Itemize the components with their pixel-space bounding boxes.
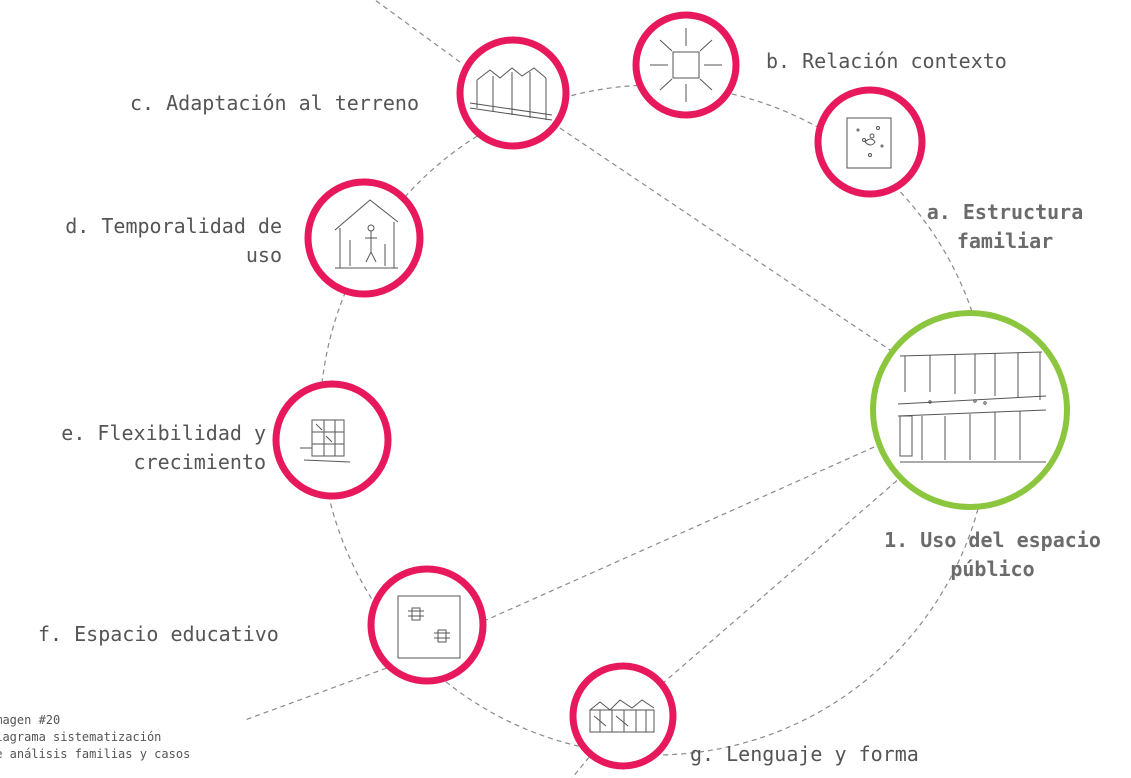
context-sketch-icon [650, 28, 722, 102]
education-sketch-icon [397, 595, 461, 659]
label-a-line1: a. Estructura [926, 200, 1084, 224]
label-main-uso-espacio-publico: 1. Uso del espacio público [860, 526, 1125, 584]
caption-line1: Imagen #20 [0, 713, 61, 727]
label-a-estructura-familiar: a. Estructura familiar [905, 198, 1105, 256]
connector-f-offpage [244, 664, 396, 721]
public-space-sketch-icon [897, 351, 1047, 463]
label-b-relacion-contexto: b. Relación contexto [766, 49, 1007, 73]
label-d-line1: d. Temporalidad de [65, 214, 282, 238]
connector-g-to-main [654, 464, 916, 691]
caption-line3: de análisis familias y casos [0, 747, 191, 761]
label-g-lenguaje-forma: g. Lenguaje y forma [690, 742, 919, 766]
node-f-espacio-educativo [367, 565, 487, 685]
connector-c-to-main [544, 117, 906, 361]
flexibility-sketch-icon [300, 419, 351, 463]
image-caption: Imagen #20 Diagrama sistematización de a… [0, 712, 260, 763]
node-main-uso-espacio-publico [870, 310, 1070, 510]
label-a-line2: familiar [956, 229, 1054, 253]
terrain-sketch-icon [469, 67, 553, 121]
label-d-line2: uso [245, 243, 282, 267]
temporality-sketch-icon [334, 199, 399, 269]
node-e-flexibilidad-crecimiento [272, 380, 392, 500]
label-e-line2: crecimiento [133, 450, 266, 474]
family-sketch-icon [846, 117, 892, 169]
label-main-line1: 1. Uso del espacio [884, 528, 1101, 552]
form-sketch-icon [589, 699, 655, 733]
connector-f-to-main [474, 439, 891, 626]
node-a-estructura-familiar [814, 86, 926, 198]
connector-c-offpage [374, 0, 461, 63]
connector-lines [244, 0, 916, 778]
label-f-espacio-educativo: f. Espacio educativo [38, 622, 279, 646]
label-main-line2: público [950, 557, 1035, 581]
label-d-temporalidad-uso: d. Temporalidad de uso [20, 212, 282, 270]
caption-line2: Diagrama sistematización [0, 730, 162, 744]
node-c-adaptacion-terreno [456, 36, 570, 150]
node-g-lenguaje-forma [569, 662, 677, 770]
node-b-relacion-contexto [632, 11, 740, 119]
label-e-flexibilidad-crecimiento: e. Flexibilidad y crecimiento [0, 419, 266, 477]
node-d-temporalidad-uso [304, 178, 424, 298]
connector-g-offpage [571, 749, 596, 778]
label-c-adaptacion-terreno: c. Adaptación al terreno [130, 91, 419, 115]
label-e-line1: e. Flexibilidad y [61, 421, 266, 445]
